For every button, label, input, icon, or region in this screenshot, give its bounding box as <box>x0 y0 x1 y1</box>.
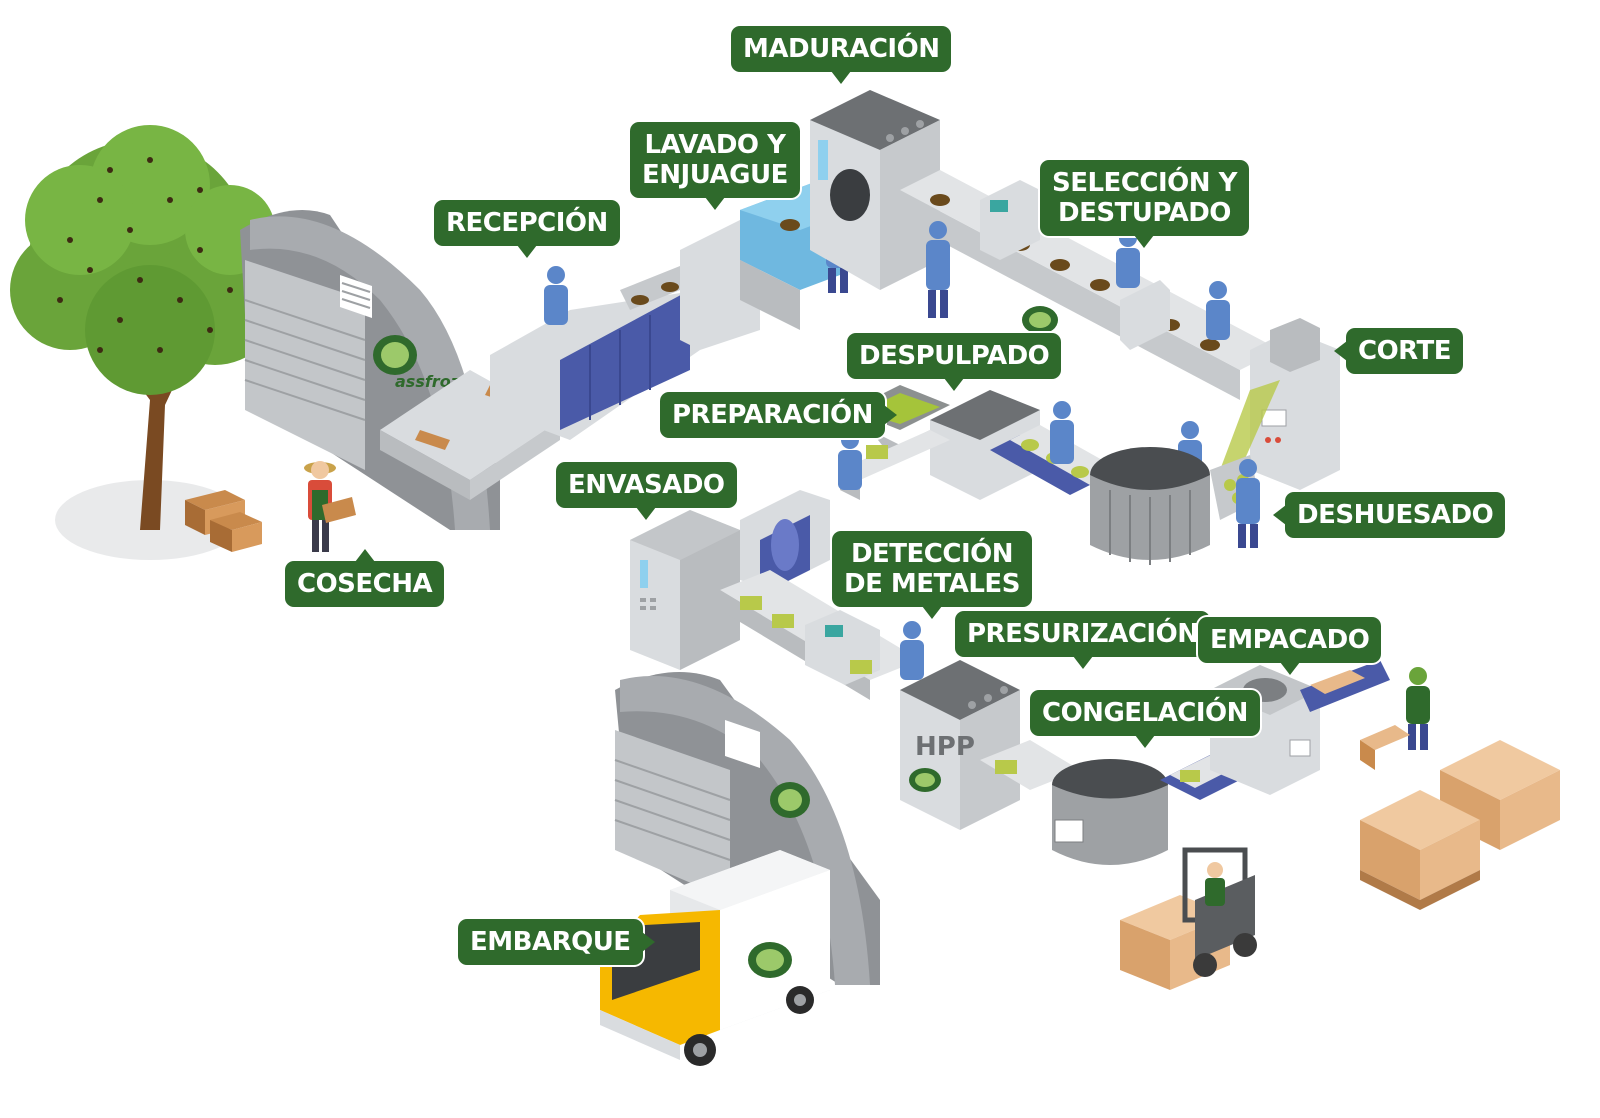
step-label-deteccion-metales: DETECCIÓN DE METALES <box>832 531 1032 619</box>
step-label-preparacion: PREPARACIÓN <box>660 392 897 438</box>
harvest-crates <box>185 490 262 552</box>
step-label-despulpado: DESPULPADO <box>847 333 1062 391</box>
selection-conveyor <box>900 170 1280 400</box>
pallet-boxes <box>1360 740 1560 910</box>
step-label-seleccion-destupado: SELECCIÓN Y DESTUPADO <box>1040 160 1249 248</box>
pitting-station <box>1210 455 1260 548</box>
step-label-deshuesado: DESHUESADO <box>1272 492 1506 538</box>
avocado-tree <box>10 125 280 560</box>
step-label-embarque: EMBARQUE <box>458 919 655 965</box>
step-label-maduracion: MADURACIÓN <box>731 26 952 84</box>
hpp-machine: HPP <box>900 660 1020 830</box>
hpp-text: HPP <box>915 732 975 762</box>
freezing-line <box>980 740 1260 865</box>
pallet-worker <box>1360 667 1430 770</box>
reception-warehouse: assfroz <box>240 210 500 530</box>
step-label-corte: CORTE <box>1333 328 1464 374</box>
pulp-tank <box>1090 447 1210 565</box>
filling-machine <box>630 510 740 670</box>
brand-logo-text: assfroz <box>395 372 461 391</box>
cutting-machine <box>1220 318 1340 490</box>
step-label-recepcion: RECEPCIÓN <box>434 200 620 258</box>
step-label-lavado-enjuague: LAVADO Y ENJUAGUE <box>630 122 800 210</box>
pulping-line <box>850 385 1202 500</box>
forklift <box>1120 847 1257 990</box>
step-label-cosecha: COSECHA <box>285 549 445 607</box>
step-label-empacado: EMPACADO <box>1198 617 1382 675</box>
step-label-congelacion: CONGELACIÓN <box>1030 690 1260 748</box>
reception-worker <box>544 266 568 325</box>
step-label-presurizacion: PRESURIZACIÓN <box>955 611 1211 669</box>
harvest-worker <box>304 461 356 552</box>
metal-detection-conveyor <box>720 570 924 700</box>
step-label-envasado: ENVASADO <box>556 462 737 520</box>
selection-workers <box>926 221 1230 340</box>
